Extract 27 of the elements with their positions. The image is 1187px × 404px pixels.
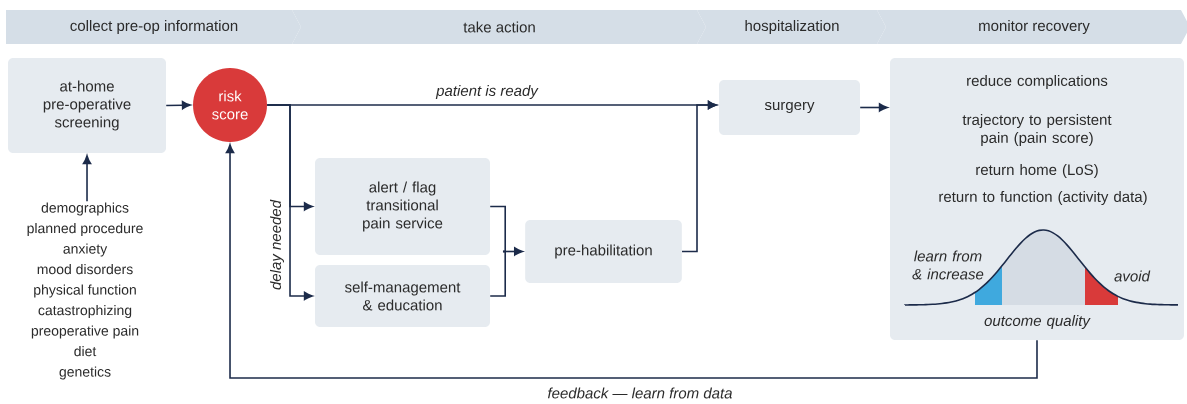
arrow: [266, 104, 313, 301]
outcome-box: reduce complications trajectory to persistent pain (pain score) return home (LoS) return to function (activity data) learn from & increase avoid outcome quality: [890, 58, 1184, 340]
process-box: self-management & education: [315, 265, 490, 327]
node-label: monitor recovery: [979, 20, 1090, 34]
process-box: at-home pre-operative screening: [8, 58, 166, 153]
arrow: [225, 144, 1038, 379]
arrow: [82, 155, 92, 203]
arrow: [165, 100, 191, 110]
process-box: alert / flag transitional pain service: [315, 158, 490, 255]
edge-label: delay needed: [269, 198, 285, 292]
process-box: surgery: [719, 80, 860, 135]
connector-line: [489, 205, 506, 253]
edge-label: feedback — learn from data: [546, 386, 734, 400]
stage-band: collect pre-op information: [6, 10, 301, 44]
factor-list: demographics planned procedure anxiety mood disorders physical function catastrophizing preoperative pain diet genetics: [27, 202, 143, 380]
connector-line: [489, 250, 506, 297]
node-label: collect pre-op information: [70, 20, 238, 34]
stage-band: take action: [292, 10, 706, 44]
stage-band: hospitalization: [697, 10, 886, 44]
edge-label: patient is ready: [435, 84, 539, 100]
arrow: [859, 103, 888, 112]
node-label: hospitalization: [745, 20, 839, 34]
process-box: pre-habilitation: [525, 220, 682, 283]
stage-band: monitor recovery: [877, 10, 1187, 44]
node-label: take action: [463, 21, 535, 33]
arrow: [681, 100, 717, 253]
arrow: [502, 247, 523, 256]
